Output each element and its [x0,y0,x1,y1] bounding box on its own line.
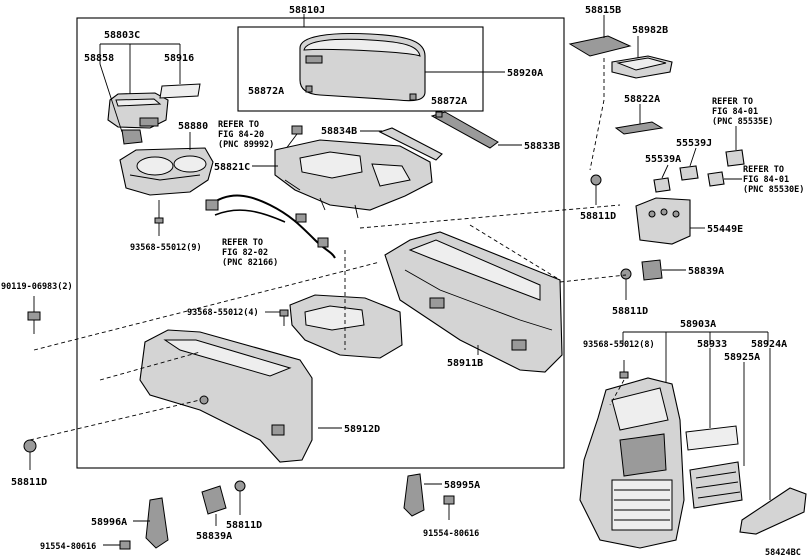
armrest-subassembly-frame [237,26,484,112]
tray-58982B [611,55,673,79]
console-body-58911B [384,231,563,373]
wiring-harness-part [205,125,336,259]
svg-text:(PNC 89992): (PNC 89992) [218,140,274,150]
label-58815B: 58815B [585,5,621,16]
refer-note-3: REFER TO FIG 84-01 (PNC 85535E) [712,97,773,127]
label-58982B: 58982B [632,25,668,36]
front-panel-58912D [139,329,313,463]
shift-bezel-part [274,139,433,219]
trim-58933 [685,425,739,451]
label-91554-80616-left: 91554-80616 [40,542,96,552]
label-58903A: 58903A [680,319,716,330]
armrest-lid-part [299,32,426,102]
label-58924A: 58924A [751,339,787,350]
label-58811D-right1: 58811D [580,211,616,222]
svg-text:REFER TO: REFER TO [222,238,263,248]
cover-58839A-right [641,259,663,281]
label-93568-55012-9: 93568-55012(9) [130,243,202,253]
main-assembly-frame [76,17,565,469]
grille-58925A [689,461,743,509]
cover-58839A-bottom [201,485,227,515]
screw-93568-8 [619,360,629,379]
refer-note-4: REFER TO FIG 84-01 (PNC 85530E) [743,165,804,195]
label-58858: 58858 [84,53,114,64]
label-58920A: 58920A [507,68,543,79]
bolt-90119 [27,296,41,334]
label-58872A-left: 58872A [248,86,284,97]
label-58839A-bottom: 58839A [196,531,232,542]
cup-holder-part [119,147,214,196]
console-box-part [107,92,169,129]
label-58872A-right: 58872A [431,96,467,107]
svg-text:REFER TO: REFER TO [743,165,784,175]
console-mat-part [159,83,201,99]
switch-55539J [679,165,699,181]
bracket-58996A [145,497,169,549]
screw-93568-9 [154,200,164,236]
bracket-58822A [614,121,664,135]
refer-note-2: REFER TO FIG 82-02 (PNC 82166) [222,238,278,268]
label-91554-80616-mid: 91554-80616 [423,529,479,539]
bracket-58995A [403,473,425,517]
rear-panel-58903A [579,377,685,549]
clip-58811D-right2 [620,268,632,300]
lower-tray-frame [289,294,403,359]
knob-ref3 [725,149,745,167]
clip-58811D-left [23,439,37,470]
label-58834B: 58834B [321,126,357,137]
trim-58924A [739,487,807,535]
label-58916: 58916 [164,53,194,64]
trim-strip-58834B [378,127,443,161]
label-55539J: 55539J [676,138,712,149]
bracket-part-58880 [121,129,143,145]
label-58996A: 58996A [91,517,127,528]
label-58822A: 58822A [624,94,660,105]
label-58995A: 58995A [444,480,480,491]
label-58925A: 58925A [724,352,760,363]
label-58811D-left: 58811D [11,477,47,488]
label-58880: 58880 [178,121,208,132]
label-90119-06983-2: 90119-06983(2) [1,282,73,292]
svg-text:(PNC 85535E): (PNC 85535E) [712,117,773,127]
label-58810J: 58810J [289,5,325,16]
label-58911B: 58911B [447,358,483,369]
label-58821C: 58821C [214,162,250,173]
knob-ref4 [707,171,725,187]
svg-text:FIG 84-01: FIG 84-01 [712,107,758,117]
svg-text:FIG 82-02: FIG 82-02 [222,248,268,258]
label-93568-55012-4: 93568-55012(4) [187,308,259,318]
clip-58811D-right1 [590,174,602,205]
drawing-number: 58424BC [765,548,801,558]
label-58933: 58933 [697,339,727,350]
clip-58811D-bottom [234,480,246,515]
bolt-91554-left [119,540,131,550]
trim-strip-58833B [430,111,499,149]
label-58833B: 58833B [524,141,560,152]
mat-58815B [568,35,632,57]
refer-note-1: REFER TO FIG 84-20 (PNC 89992) [218,120,274,150]
label-58912D: 58912D [344,424,380,435]
bolt-91554-mid [443,495,455,520]
label-58811D-bottom: 58811D [226,520,262,531]
screw-93568-4 [279,309,289,326]
label-55449E: 55449E [707,224,743,235]
svg-text:REFER TO: REFER TO [218,120,259,130]
label-58811D-right2: 58811D [612,306,648,317]
svg-text:FIG 84-20: FIG 84-20 [218,130,264,140]
svg-text:FIG 84-01: FIG 84-01 [743,175,789,185]
label-58803C: 58803C [104,30,140,41]
label-93568-55012-8: 93568-55012(8) [583,340,655,350]
label-58839A-right: 58839A [688,266,724,277]
switch-55539A [653,177,671,193]
svg-text:(PNC 85530E): (PNC 85530E) [743,185,804,195]
switch-panel-55449E [635,197,691,245]
svg-text:REFER TO: REFER TO [712,97,753,107]
label-55539A: 55539A [645,154,681,165]
svg-text:(PNC 82166): (PNC 82166) [222,258,278,268]
